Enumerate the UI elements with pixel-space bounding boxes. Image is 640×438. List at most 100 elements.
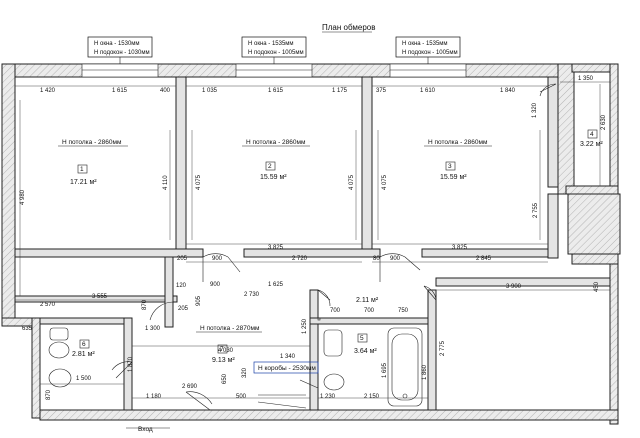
dim-text: 905 xyxy=(196,295,202,306)
ceiling-corridor: H потолка - 2870мм xyxy=(200,325,260,332)
dim-text: 500 xyxy=(236,394,247,400)
dim-text: 1 180 xyxy=(146,394,162,400)
entrance-label: Вход xyxy=(138,426,153,433)
window-3-sill: H подокон - 1005мм xyxy=(402,50,458,56)
dim-text: 4 075 xyxy=(382,174,388,190)
dim-text: 2 755 xyxy=(533,202,539,218)
toilet-2-icon xyxy=(323,373,345,391)
dim-text: 2 570 xyxy=(40,302,56,308)
dim-text: 4 075 xyxy=(196,174,202,190)
dim-text: 1 860 xyxy=(422,364,428,380)
window-callout-1: H окна - 1530мм H подокон - 1030мм xyxy=(87,36,153,66)
dim-text: 1 340 xyxy=(280,354,296,360)
dim-text: 2 845 xyxy=(476,256,492,262)
dim-text: 2 630 xyxy=(601,114,607,130)
dim-text: 375 xyxy=(376,88,387,94)
dim-text: 205 xyxy=(177,256,188,262)
doors xyxy=(111,83,557,411)
window-1-height: H окна - 1530мм xyxy=(94,41,140,47)
dim-text: 4 110 xyxy=(163,175,169,190)
plan-title: План обмеров xyxy=(322,23,375,32)
dim-text: 870 xyxy=(142,299,148,310)
room-3-area: 15.59 м² xyxy=(440,174,467,181)
dim-text: 1 500 xyxy=(76,376,92,382)
dim-text: 1 625 xyxy=(268,282,284,288)
room-3-number: 3 xyxy=(448,163,452,170)
ceiling-room-3: H потолка - 2860мм xyxy=(428,139,488,146)
window-2-sill: H подокон - 1005мм xyxy=(248,50,304,56)
ceiling-hall: H коробы - 2530мм xyxy=(258,364,316,372)
washbasin-icon xyxy=(323,329,343,357)
window-2-height: H окна - 1535мм xyxy=(248,41,294,47)
dim-text: 120 xyxy=(176,283,187,289)
dim-text: 700 xyxy=(364,308,375,314)
dim-text: 3 825 xyxy=(452,245,468,251)
ceiling-callouts: H потолка - 2860мм H потолка - 2860мм H … xyxy=(58,139,492,374)
bathtub-icon xyxy=(387,327,423,407)
toilet-icon xyxy=(49,327,69,341)
dim-text: 1 250 xyxy=(302,318,308,334)
dim-text: 1 420 xyxy=(40,88,56,94)
dim-text: 2 690 xyxy=(182,384,198,390)
dim-text: 1 320 xyxy=(532,102,538,118)
ceiling-room-1: H потолка - 2860мм xyxy=(62,139,122,146)
dim-text: 3 555 xyxy=(92,294,108,300)
dim-text: 1 615 xyxy=(112,88,128,94)
room-4-number: 4 xyxy=(590,131,594,138)
entrance-marker: Вход xyxy=(126,426,170,433)
dim-text: 1 035 xyxy=(202,88,218,94)
dim-text: 320 xyxy=(242,367,248,378)
dim-text: 80 xyxy=(373,256,380,262)
dim-text: 870 xyxy=(46,389,52,400)
ceiling-room-2: H потолка - 2860мм xyxy=(246,139,306,146)
dim-text: 1 350 xyxy=(578,76,594,82)
dim-text: 2 775 xyxy=(440,340,446,356)
dim-text: 1 610 xyxy=(420,88,436,94)
room-1-number: 1 xyxy=(80,166,84,173)
window-callout-3: H окна - 1535мм H подокон - 1005мм xyxy=(395,36,461,66)
dim-text: 1 870 xyxy=(128,356,134,372)
window-callout-2: H окна - 1535мм H подокон - 1005мм xyxy=(241,36,307,66)
dim-text: 4 980 xyxy=(20,189,26,205)
sink-icon xyxy=(48,368,72,388)
dim-text: 700 xyxy=(330,308,341,314)
room-7-number: 7 xyxy=(220,346,224,353)
dim-text: 3 825 xyxy=(268,245,284,251)
room-labels: 1 17.21 м² 2 15.59 м² 3 15.59 м² 4 3.22 … xyxy=(70,129,603,364)
dim-text: 635 xyxy=(22,326,33,332)
dim-text: 450 xyxy=(594,281,600,292)
dim-text: 900 xyxy=(212,256,223,262)
closet-area: 2.11 м² xyxy=(356,297,379,304)
room-1-area: 17.21 м² xyxy=(70,179,97,186)
room-7-area: 9.13 м² xyxy=(212,357,235,364)
dim-text: 1 175 xyxy=(332,88,348,94)
hall-box-callout xyxy=(253,361,319,374)
room-6-area: 2.81 м² xyxy=(72,351,95,358)
dimension-labels: 1 420 1 615 400 1 035 1 615 1 175 375 1 … xyxy=(20,76,607,400)
dim-text: 2 720 xyxy=(292,256,308,262)
dim-text: 2 150 xyxy=(364,394,380,400)
dimension-lines xyxy=(15,81,610,399)
dim-text: 1 615 xyxy=(268,88,284,94)
room-4-area: 3.22 м² xyxy=(580,141,603,148)
dim-text: 900 xyxy=(390,256,401,262)
window-3-height: H окна - 1535мм xyxy=(402,41,448,47)
dim-text: 1 840 xyxy=(500,88,516,94)
dim-text: 205 xyxy=(178,306,189,312)
room-5-number: 5 xyxy=(360,335,364,342)
window-1-sill: H подокон - 1030мм xyxy=(94,50,150,56)
room-2-area: 15.59 м² xyxy=(260,174,287,181)
dim-text: 750 xyxy=(398,308,409,314)
interior-walls xyxy=(14,76,611,411)
dim-text: 4 075 xyxy=(349,174,355,190)
dim-text: 400 xyxy=(160,88,171,94)
dim-text: 3 900 xyxy=(506,284,522,290)
dim-text: 1 300 xyxy=(145,326,161,332)
dim-text: 4 030 xyxy=(218,348,234,354)
dim-text: 1 230 xyxy=(320,394,336,400)
dim-text: 650 xyxy=(222,373,228,384)
dim-text: 1 695 xyxy=(382,362,388,378)
room-6-number: 6 xyxy=(82,341,86,348)
